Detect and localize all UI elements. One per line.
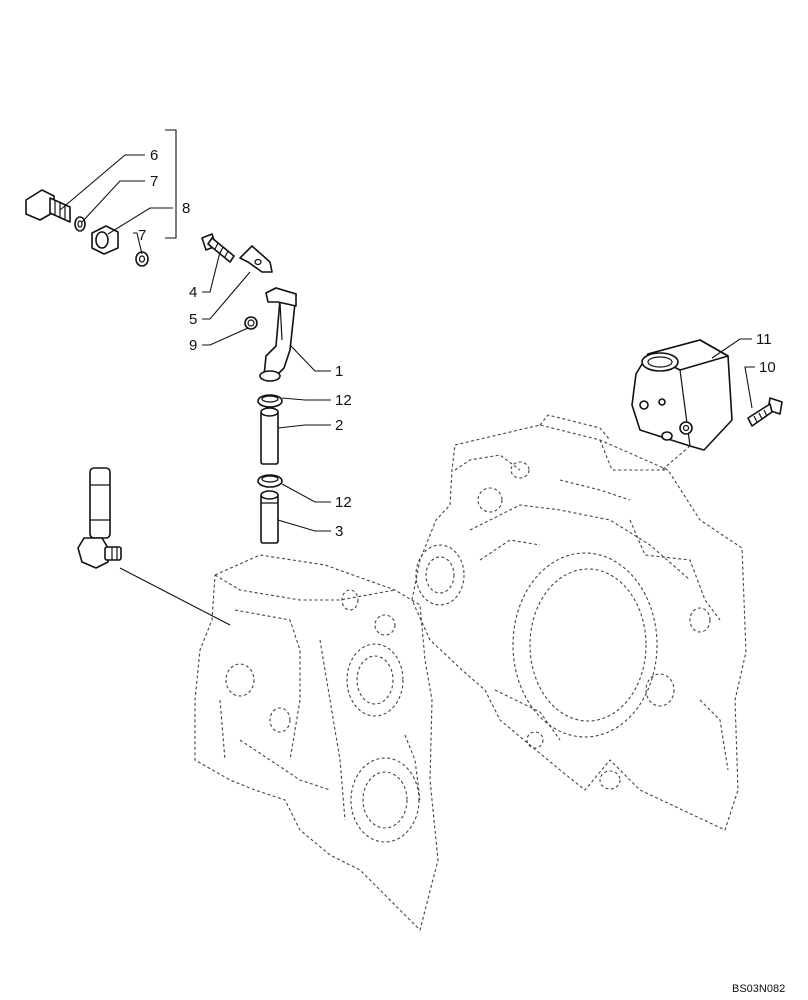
pump-icon: [631, 339, 733, 451]
banjo-fitting-icon: [91, 225, 119, 255]
callout-1: 1: [335, 363, 343, 380]
callout-7-lower: 7: [138, 227, 146, 244]
callout-11: 11: [756, 331, 772, 348]
pump-bolt-icon: [747, 397, 783, 427]
elbow-fitting-icon: [259, 287, 297, 382]
o-ring-icon: [244, 316, 258, 330]
callout-labels: 6 7 8 7 4 5 9 1 12 2 12 3 11 10: [138, 147, 776, 540]
callout-4: 4: [189, 284, 197, 301]
callout-6: 6: [150, 147, 158, 164]
banjo-bolt-icon: [25, 189, 71, 223]
timing-cover-icon: [194, 554, 439, 931]
callout-9: 9: [189, 337, 197, 354]
oil-pipe-icon: [77, 242, 134, 569]
callout-2: 2: [335, 417, 343, 434]
flywheel-housing-icon: [411, 414, 747, 831]
hose-clamp-icon: [257, 394, 283, 488]
callout-10: 10: [759, 359, 776, 376]
callout-12-lower: 12: [335, 494, 352, 511]
callout-3: 3: [335, 523, 343, 540]
leader-lines: [59, 129, 755, 626]
callout-7: 7: [150, 173, 158, 190]
callout-8: 8: [182, 200, 190, 217]
drawing-reference: BS03N082: [732, 983, 785, 995]
bolt-icon: [201, 233, 235, 263]
bracket-icon: [239, 245, 273, 273]
callout-5: 5: [189, 311, 197, 328]
short-hose-icon: [260, 490, 279, 544]
hose-icon: [260, 407, 279, 465]
callout-12: 12: [335, 392, 352, 409]
